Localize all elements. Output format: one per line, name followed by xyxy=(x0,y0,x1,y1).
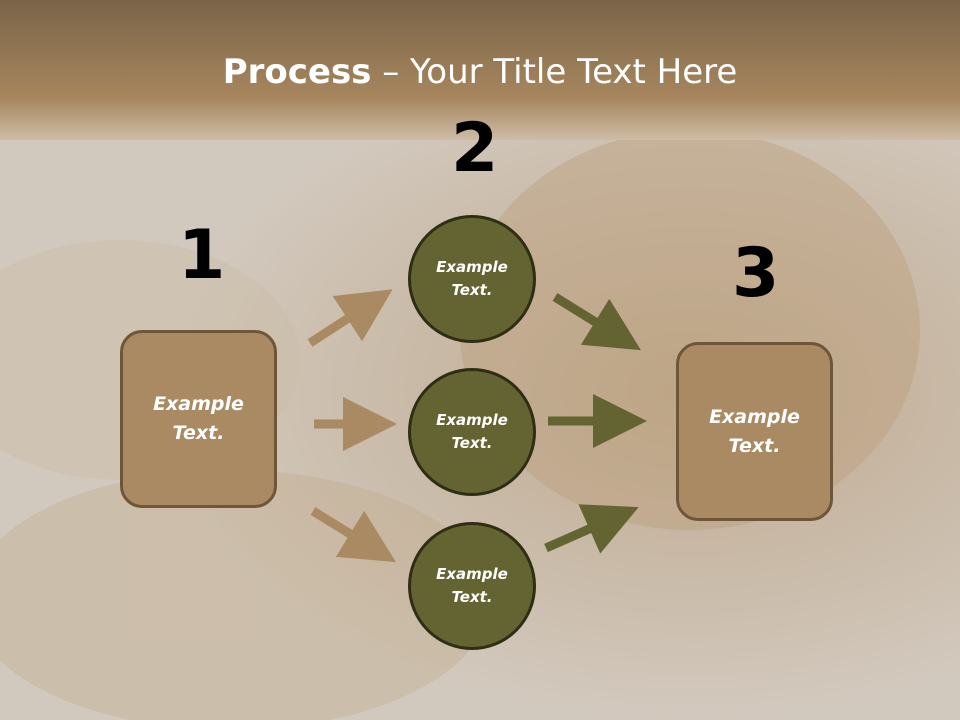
circle-top-line1: Example xyxy=(436,258,508,276)
circle-middle: Example Text. xyxy=(408,368,536,496)
step-box-left: Example Text. xyxy=(120,330,277,508)
title-rest: – Your Title Text Here xyxy=(371,52,738,92)
circle-middle-line2: Text. xyxy=(451,434,493,452)
box-left-line2: Text. xyxy=(172,422,225,444)
title-bold: Process xyxy=(222,52,372,92)
arrow-right-lower xyxy=(544,504,639,554)
circle-bottom-line2: Text. xyxy=(451,588,493,606)
step-number-1: 1 xyxy=(178,216,226,295)
arrow-left-lower xyxy=(310,507,396,563)
circle-middle-line1: Example xyxy=(436,411,508,429)
circle-bottom-line1: Example xyxy=(436,565,508,583)
circle-top-line2: Text. xyxy=(451,281,493,299)
arrow-right-upper xyxy=(552,293,641,351)
box-right-line1: Example xyxy=(709,405,800,428)
step-box-right: Example Text. xyxy=(676,342,833,521)
box-left-line1: Example xyxy=(153,393,244,415)
circle-top: Example Text. xyxy=(408,215,536,343)
circle-bottom: Example Text. xyxy=(408,522,536,650)
box-right-line2: Text. xyxy=(728,434,781,457)
slide-title: Process – Your Title Text Here xyxy=(0,52,960,92)
arrow-left-upper xyxy=(307,289,393,347)
step-number-2: 2 xyxy=(451,109,499,188)
step-number-3: 3 xyxy=(732,234,780,313)
